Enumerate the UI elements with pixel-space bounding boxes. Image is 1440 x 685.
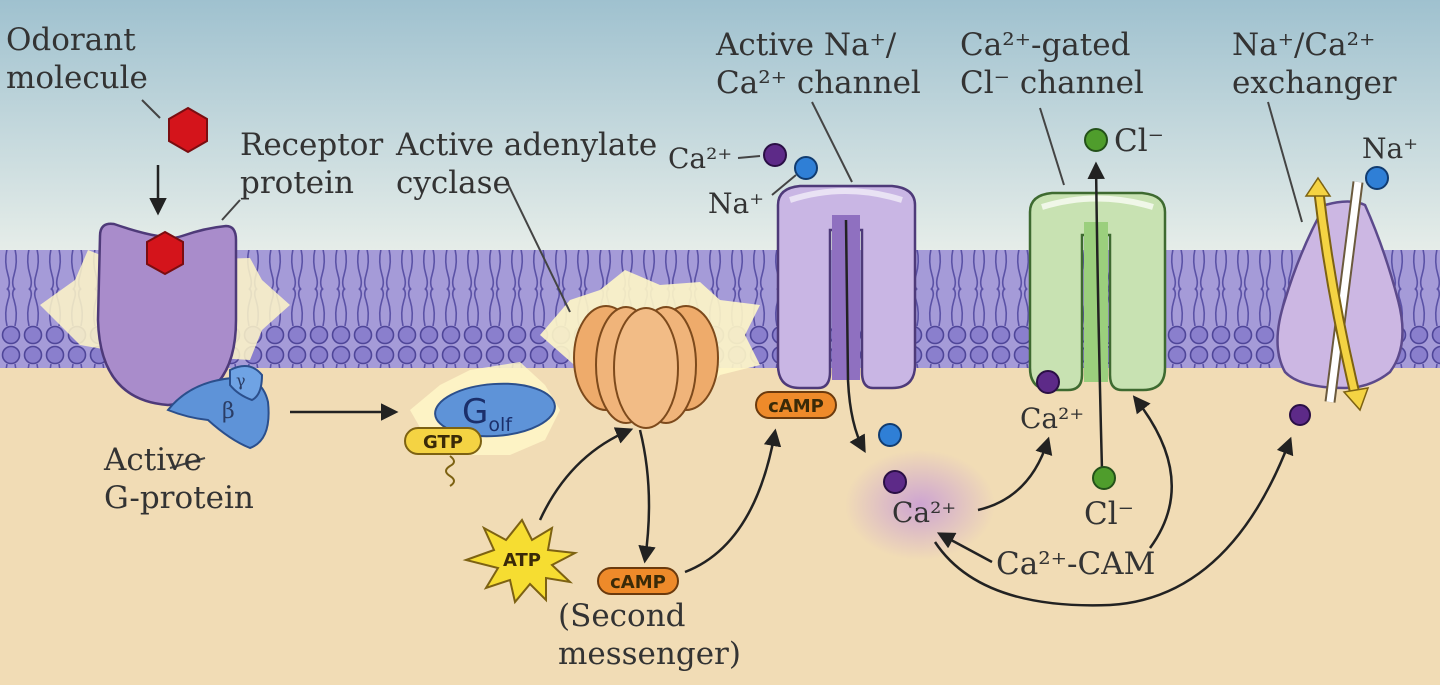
adenylate-pointer [504, 177, 571, 313]
atp-to-cyclase-arrow [538, 427, 634, 521]
receptor-pointer [221, 199, 241, 221]
na-ion-outside [794, 156, 818, 180]
cl-ion-outside [1084, 128, 1108, 152]
chloride-efflux-arrow [1087, 161, 1105, 471]
golf-subscript: olf [488, 414, 513, 436]
adenylate-label-line1: Active adenylate [395, 127, 657, 163]
odorant-label-line1: Odorant [6, 22, 136, 58]
receptor-protein [96, 222, 238, 407]
channel-influx-arrow [844, 219, 866, 454]
golf-label: Golf [462, 392, 513, 436]
ca-cam-text: Ca²⁺-CAM [996, 546, 1155, 582]
exchanger-na-track [1326, 181, 1362, 403]
ca-to-exchanger-arrow [933, 436, 1294, 607]
cl-channel-label-line2: Cl⁻ channel [960, 65, 1144, 101]
na-ion-pointer [771, 174, 797, 196]
ca-near-cl-text: Ca²⁺ [1020, 402, 1084, 435]
phosphate-chain [445, 455, 455, 487]
cyclase-to-camp-arrow [638, 429, 656, 564]
bound-odorant-icon [146, 230, 184, 276]
cl-ion-inside [1092, 466, 1116, 490]
odorant-pointer [141, 99, 161, 119]
ca-ion-pointer [737, 155, 761, 159]
ca-ion-inside [883, 470, 907, 494]
gtp-tag [404, 427, 482, 455]
ca-ion-near-cl-channel [1036, 370, 1060, 394]
g-olf-subunit [434, 382, 556, 438]
camp-label-1: cAMP [610, 572, 666, 593]
camp-label-2: cAMP [768, 396, 824, 417]
cl-outside-text: Cl⁻ [1114, 123, 1164, 159]
exchanger-label-line2: exchanger [1232, 65, 1397, 101]
exchanger-label-line1: Na⁺/Ca²⁺ [1232, 27, 1375, 63]
exchanger-ca-track [1314, 184, 1360, 399]
gtp-label: GTP [423, 432, 463, 453]
camp-tag-bound [755, 391, 837, 419]
receptor-label-line2: protein [240, 165, 354, 201]
beta-symbol: β [222, 399, 235, 424]
exchanger-arrowhead-down [1342, 387, 1370, 412]
camp-to-channel-arrow [684, 428, 782, 574]
receptor-label-line1: Receptor [240, 127, 383, 163]
na-outside-text: Na⁺ [708, 187, 764, 220]
cl-channel-pointer [1039, 107, 1065, 186]
extracellular-space [0, 0, 1440, 262]
ca-outside-text: Ca²⁺ [668, 142, 732, 175]
na-ca-channel-label-line1: Active Na⁺/ [715, 27, 897, 63]
ca-to-cl-channel-arrow [977, 436, 1053, 512]
exchanger-arrowhead-up [1304, 176, 1332, 197]
second-messenger-label-line2: messenger) [558, 636, 741, 672]
adenylate-cyclase [573, 305, 719, 429]
cl-inside-text: Cl⁻ [1084, 496, 1134, 532]
na-ion-exchanger [1365, 166, 1389, 190]
gprotein-pointer [169, 457, 206, 469]
na-ca-channel-label-line2: Ca²⁺ channel [716, 65, 921, 101]
gprotein-label-line1: Active [103, 442, 202, 478]
g-protein-gamma-subunit [229, 365, 264, 402]
atp-icon [462, 518, 579, 605]
ca-ion-outside [763, 143, 787, 167]
na-exchanger-text: Na⁺ [1362, 132, 1418, 165]
adenylate-label-line2: cyclase [396, 165, 511, 201]
odorant-molecule-icon [168, 106, 208, 154]
ca-cam-to-cl-channel-arrow [1132, 395, 1173, 549]
camp-tag-second-messenger [597, 567, 679, 595]
golf-main: G [462, 392, 488, 432]
calcium-glow [845, 450, 995, 560]
odorant-label-line2: molecule [6, 60, 148, 96]
na-ca-channel-pointer [811, 101, 853, 183]
gprotein-label-line2: G-protein [104, 480, 254, 516]
na-ion-inside [878, 423, 902, 447]
second-messenger-label-line1: (Second [558, 598, 686, 634]
ca-inside-text: Ca²⁺ [892, 496, 956, 529]
cl-channel-label-line1: Ca²⁺-gated [960, 27, 1130, 63]
atp-label: ATP [503, 550, 541, 571]
exchanger-pointer [1267, 101, 1303, 223]
gamma-symbol: γ [236, 371, 246, 390]
ca-cam-to-ca-arrow [936, 532, 993, 564]
ca-ion-near-exchanger [1289, 404, 1311, 426]
